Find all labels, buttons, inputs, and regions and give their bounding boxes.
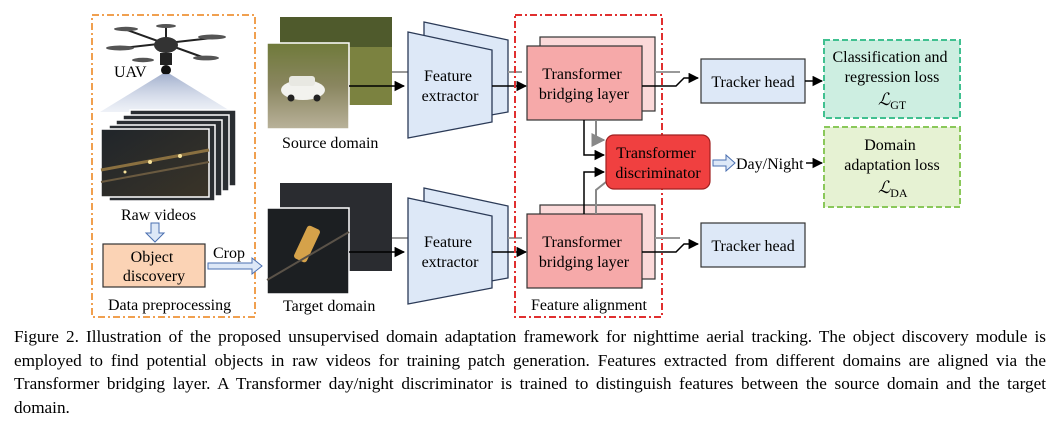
target-domain-image xyxy=(266,183,392,295)
domain-adaptation-loss-box xyxy=(823,126,961,208)
bridging-layer-top xyxy=(526,36,656,121)
bridging-layer-bottom-label: Transformer bridging layer xyxy=(539,234,630,271)
uav-drone-icon xyxy=(106,24,226,75)
raw-videos-stack xyxy=(100,109,237,202)
crop-arrow-icon xyxy=(207,256,263,276)
source-domain-label: Source domain xyxy=(282,135,378,152)
classification-loss-box xyxy=(823,39,961,119)
figure-caption: Figure 2. Illustration of the proposed u… xyxy=(14,327,1046,417)
object-discovery-box xyxy=(102,243,206,288)
transformer-discriminator-label: Transformer discriminator xyxy=(615,145,701,182)
feature-extractor-top xyxy=(407,21,509,139)
transformer-discriminator-box xyxy=(605,134,711,190)
source-domain-image xyxy=(266,17,392,130)
uav-label: UAV xyxy=(114,64,147,81)
camera-beam xyxy=(100,74,232,112)
framework-diagram: UAV Raw videos Object discovery Crop Dat… xyxy=(91,14,961,318)
day-night-arrow-icon xyxy=(712,153,736,173)
data-preprocessing-panel xyxy=(91,14,256,318)
data-preprocessing-label: Data preprocessing xyxy=(108,297,231,314)
crop-label: Crop xyxy=(213,245,245,262)
tracker-head-bottom-label: Tracker head xyxy=(711,238,794,255)
target-domain-label: Target domain xyxy=(283,298,375,315)
raw-videos-label: Raw videos xyxy=(121,207,196,224)
classification-loss-label: Classification and regression loss xyxy=(832,49,951,86)
domain-adaptation-loss-symbol: ℒDA xyxy=(878,178,908,200)
classification-loss-symbol: ℒGT xyxy=(878,90,907,112)
feature-alignment-panel xyxy=(514,14,663,318)
bridging-layer-bottom xyxy=(526,204,656,289)
tracker-head-bottom-box xyxy=(700,222,806,268)
feature-extractor-bottom xyxy=(407,187,509,305)
tracker-head-top-label: Tracker head xyxy=(711,74,794,91)
domain-adaptation-loss-label: Domain adaptation loss xyxy=(844,137,940,174)
day-night-label: Day/Night xyxy=(736,156,804,173)
bridging-layer-top-label: Transformer bridging layer xyxy=(539,66,630,103)
tracker-head-top-box xyxy=(700,58,806,104)
feature-extractor-top-label: Feature extractor xyxy=(422,68,480,105)
feature-alignment-label: Feature alignment xyxy=(531,297,648,314)
down-arrow-icon xyxy=(144,222,166,243)
feature-extractor-bottom-label: Feature extractor xyxy=(422,234,480,271)
object-discovery-label: Object discovery xyxy=(123,249,185,285)
